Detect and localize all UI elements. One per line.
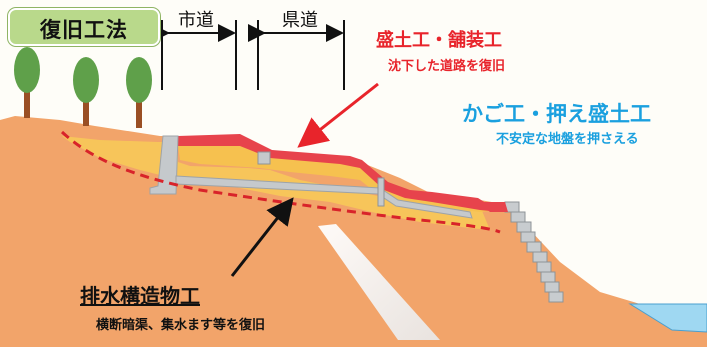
method-title-tag: 復旧工法 xyxy=(8,8,160,46)
city-road-label: 市道 xyxy=(178,10,214,31)
prefectural-road-marker xyxy=(248,20,345,90)
gabion-subtitle: 不安定な地盤を押さえる xyxy=(496,132,639,147)
river-water xyxy=(628,303,707,333)
city-road-marker xyxy=(152,20,237,90)
berm-edge xyxy=(478,202,508,212)
tree-1 xyxy=(14,47,40,118)
retaining-wall xyxy=(149,135,179,195)
catch-basin xyxy=(257,151,271,165)
gabion-title: かご工・押え盛土工 xyxy=(462,102,651,126)
embankment-subtitle: 沈下した道路を復旧 xyxy=(388,59,506,74)
culvert-pipe xyxy=(175,175,473,219)
pavement-layer xyxy=(178,134,500,212)
tree-2 xyxy=(73,57,99,126)
embankment-title: 盛土工・舗装工 xyxy=(376,30,502,51)
light-wedge xyxy=(318,224,440,340)
drain-outlet xyxy=(377,177,385,207)
method-title: 復旧工法 xyxy=(40,18,128,42)
drainage-subtitle: 横断暗渠、集水ます等を復旧 xyxy=(96,318,266,333)
gabion-steps xyxy=(504,201,564,303)
tree-3 xyxy=(126,57,152,128)
drainage-title: 排水構造物工 xyxy=(80,284,200,308)
drainage-arrow xyxy=(230,197,294,277)
prefectural-road-label: 県道 xyxy=(282,10,318,31)
embankment-arrow xyxy=(297,82,379,148)
